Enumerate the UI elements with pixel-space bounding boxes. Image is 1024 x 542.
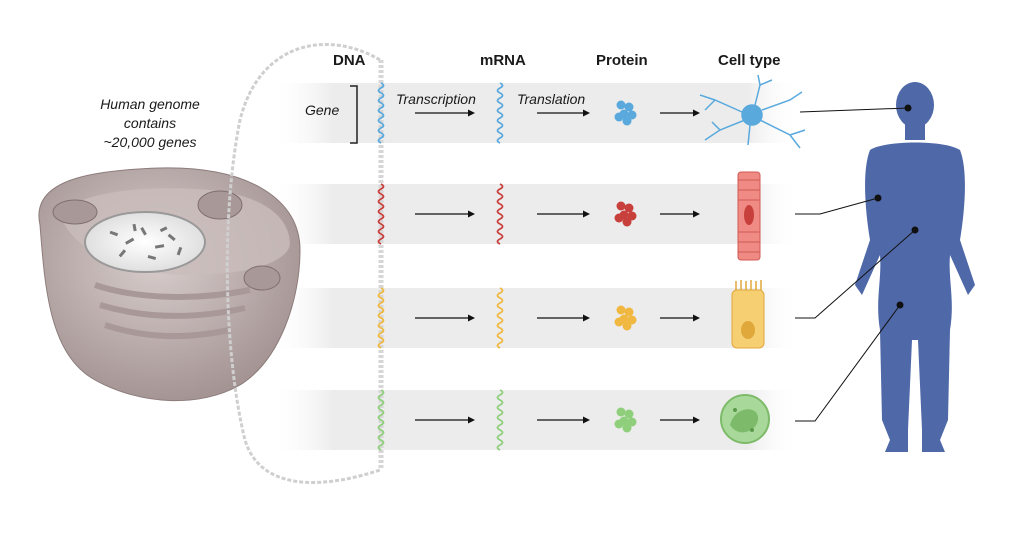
mitochondrion — [197, 190, 243, 220]
protein-subunit — [622, 116, 632, 126]
cell-illustration — [38, 167, 301, 402]
protein-subunit — [614, 317, 624, 327]
protein-subunit — [616, 100, 626, 110]
dna-gene-segments — [377, 82, 385, 451]
protein-subunit — [614, 112, 624, 122]
gene-segment — [377, 82, 385, 144]
protein-subunit — [616, 201, 626, 211]
row-band — [270, 288, 800, 348]
chromosomes — [109, 223, 183, 260]
protein-subunit — [624, 203, 634, 213]
header-cell-type: Cell type — [718, 52, 781, 69]
arrow-head — [468, 416, 475, 424]
gene-bracket — [350, 85, 358, 144]
arrows — [415, 109, 700, 424]
row-bands — [270, 83, 800, 450]
gene-segment — [377, 287, 385, 349]
protein-subunit — [624, 307, 634, 317]
row-band — [270, 184, 800, 244]
row-band — [270, 83, 800, 143]
genome-line-2: contains — [123, 115, 177, 131]
protein-subunit — [627, 315, 637, 325]
proteins — [614, 100, 637, 433]
protein-subunit — [627, 417, 637, 427]
arrow-head — [468, 210, 475, 218]
arrow-head — [583, 416, 590, 424]
nucleus — [84, 211, 206, 273]
arrow-head — [583, 210, 590, 218]
arrow-head — [583, 109, 590, 117]
mrna-strand — [496, 183, 504, 245]
arrow-head — [583, 314, 590, 322]
arrow-head — [693, 314, 700, 322]
protein-subunit — [624, 102, 634, 112]
mitochondrion — [243, 265, 281, 291]
dna-strand — [225, 42, 384, 484]
header-protein: Protein — [596, 52, 648, 69]
neuron-cell — [699, 74, 806, 149]
header-mrna: mRNA — [480, 52, 526, 69]
protein-blob — [614, 100, 637, 126]
gene-segment — [377, 389, 385, 451]
transcription-label: Transcription — [396, 91, 476, 107]
protein-subunit — [616, 407, 626, 417]
arrow-head — [693, 416, 700, 424]
protein-subunit — [622, 321, 632, 331]
protein-subunit — [616, 305, 626, 315]
connector-lines — [795, 104, 919, 422]
protein-subunit — [614, 213, 624, 223]
muscle-cell — [737, 171, 761, 261]
epithelial-cell — [731, 280, 765, 349]
human-figure — [855, 82, 975, 452]
mrna-strand — [496, 82, 504, 144]
genome-line-3: ~20,000 genes — [103, 134, 197, 150]
genome-line-1: Human genome — [100, 96, 200, 112]
gene-label: Gene — [305, 102, 340, 118]
mrna-strands — [496, 82, 504, 451]
protein-subunit — [627, 110, 637, 120]
protein-blob — [614, 407, 637, 433]
protein-subunit — [614, 419, 624, 429]
gene-segment — [377, 183, 385, 245]
protein-subunit — [624, 409, 634, 419]
protein-blob — [614, 201, 637, 227]
mrna-strand — [496, 287, 504, 349]
mrna-strand — [496, 389, 504, 451]
header-dna: DNA — [333, 52, 366, 69]
arrow-head — [468, 314, 475, 322]
arrow-head — [693, 210, 700, 218]
arrow-head — [468, 109, 475, 117]
protein-subunit — [627, 211, 637, 221]
protein-blob — [614, 305, 637, 331]
immune-cell — [720, 394, 770, 444]
genome-caption: Human genome contains ~20,000 genes — [70, 95, 230, 152]
mitochondrion — [52, 199, 98, 225]
protein-subunit — [622, 423, 632, 433]
row-band — [270, 390, 800, 450]
protein-subunit — [622, 217, 632, 227]
translation-label: Translation — [517, 91, 586, 107]
arrow-head — [693, 109, 700, 117]
